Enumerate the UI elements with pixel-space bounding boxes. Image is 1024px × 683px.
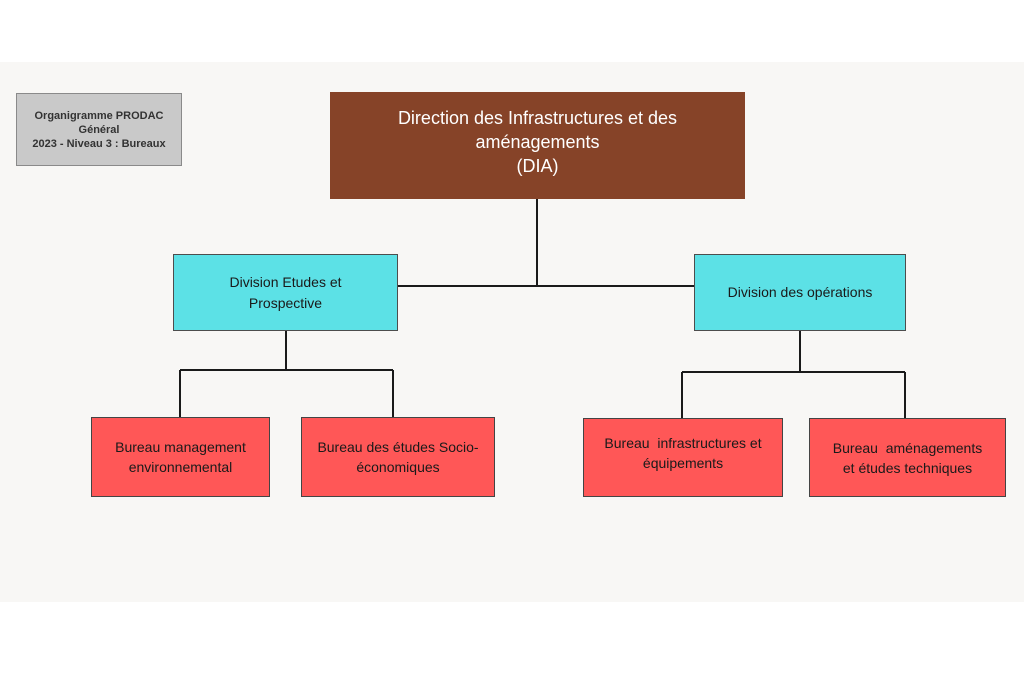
node-division-operations: Division des opérations (694, 254, 906, 331)
bureau-3-line-2: équipements (642, 454, 724, 471)
node-bureau-amenagements-etudes-techniques: Bureau aménagements et études techniques (809, 418, 1006, 497)
bureau-1-line-1: Bureau management (115, 439, 246, 455)
bureau-2-line-1: Bureau des études Socio- (317, 439, 479, 455)
node-bureau-management-environnemental: Bureau management environnemental (91, 417, 270, 497)
legend-line-2: Général (78, 123, 120, 136)
bureau-3-line-1: Bureau infrastructures et (604, 434, 762, 451)
division-operations-line-1: Division des opérations (727, 284, 873, 300)
legend-line-1: Organigramme PRODAC (34, 109, 164, 122)
legend-line-3: 2023 - Niveau 3 : Bureaux (32, 137, 166, 150)
direction-line-3: (DIA) (516, 155, 559, 176)
bureau-4-line-1: Bureau aménagements (832, 439, 983, 456)
chart-legend-box: Organigramme PRODAC Général 2023 - Nivea… (16, 93, 182, 166)
node-bureau-etudes-socio-economiques: Bureau des études Socio- économiques (301, 417, 495, 497)
bureau-1-line-2: environnemental (128, 459, 233, 475)
node-bureau-infrastructures-equipements: Bureau infrastructures et équipements (583, 418, 783, 497)
direction-line-2: aménagements (475, 131, 600, 152)
bureau-2-line-2: économiques (356, 459, 440, 475)
division-etudes-line-2: Prospective (248, 294, 323, 311)
direction-line-1: Direction des Infrastructures et des (397, 107, 678, 128)
node-direction-dia: Direction des Infrastructures et des amé… (330, 92, 745, 199)
node-division-etudes: Division Etudes et Prospective (173, 254, 398, 331)
bureau-4-line-2: et études techniques (842, 459, 973, 476)
division-etudes-line-1: Division Etudes et (229, 273, 342, 290)
